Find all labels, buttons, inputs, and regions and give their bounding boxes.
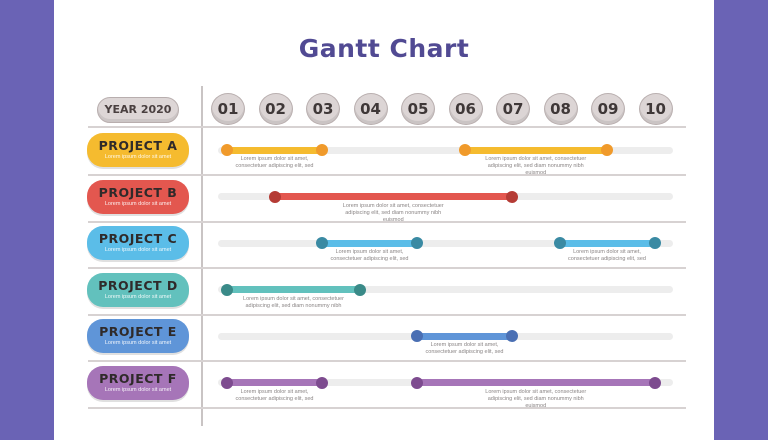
task-end-marker: [316, 376, 328, 389]
task-bar: [227, 379, 322, 386]
row-track: [218, 146, 673, 154]
task-note: Lorem ipsum dolor sit amet, consectetuer…: [239, 296, 349, 310]
task-start-marker: [221, 144, 233, 156]
task-note-line: adipiscing elit, sed diam nonummy nibh e…: [487, 163, 584, 176]
task-start-marker: [553, 237, 566, 249]
year-label: YEAR 2020: [97, 97, 179, 123]
project-name: PROJECT C: [98, 231, 178, 246]
task-end-marker: [601, 144, 613, 156]
task-note-line: adipiscing elit, sed diam nonummy nibh e…: [487, 395, 584, 409]
row-divider: [88, 313, 686, 316]
row-divider: [88, 267, 686, 269]
task-end-marker: [506, 330, 518, 342]
task-end-marker: [316, 144, 328, 156]
task-bar: [227, 146, 322, 154]
task-note-line: consectetuer adipiscing elit, sed: [330, 256, 409, 262]
task-note: Lorem ipsum dolor sit amet,consectetuer …: [220, 389, 330, 403]
task-note: Lorem ipsum dolor sit amet,consectetuer …: [315, 249, 425, 263]
task-bar: [227, 286, 360, 293]
row-track: [218, 286, 673, 293]
month-02: 02: [258, 93, 293, 125]
task-note: Lorem ipsum dolor sit amet, consectetuer…: [481, 156, 591, 177]
task-note-line: consectetuer adipiscing elit, sed: [235, 163, 314, 169]
task-bar: [417, 379, 655, 386]
task-note-line: Lorem ipsum dolor sit amet,: [335, 249, 404, 255]
task-end-marker: [648, 376, 661, 389]
month-04: 04: [353, 93, 388, 125]
task-note-line: adipiscing elit, sed diam nonummy nibh e…: [345, 209, 442, 223]
project-subtitle: Lorem ipsum dolor sit amet: [104, 340, 172, 346]
task-bar: [464, 146, 607, 154]
task-start-marker: [221, 376, 233, 389]
task-note: Lorem ipsum dolor sit amet, consectetuer…: [338, 203, 448, 224]
header-divider: [88, 126, 686, 128]
task-start-marker: [316, 237, 328, 249]
task-note-line: adipiscing elit, sed diam nonummy nibh: [245, 302, 342, 309]
task-note-line: Lorem ipsum dolor sit amet,: [240, 156, 309, 162]
row-track: [218, 239, 673, 247]
task-end-marker: [354, 283, 366, 296]
task-bar: [322, 239, 417, 247]
task-note-line: Lorem ipsum dolor sit amet, consectetuer: [342, 202, 444, 209]
task-note: Lorem ipsum dolor sit amet,consectetuer …: [410, 342, 520, 356]
project-name: PROJECT D: [98, 277, 178, 293]
task-note: Lorem ipsum dolor sit amet,consectetuer …: [220, 156, 330, 170]
task-note-line: Lorem ipsum dolor sit amet,: [240, 388, 309, 395]
month-05: 05: [401, 93, 435, 125]
row-divider: [88, 220, 686, 223]
project-subtitle: Lorem ipsum dolor sit amet: [104, 247, 172, 253]
project-subtitle: Lorem ipsum dolor sit amet: [104, 386, 172, 393]
task-note-line: consectetuer adipiscing elit, sed: [425, 349, 504, 355]
task-note-line: Lorem ipsum dolor sit amet,: [573, 249, 641, 255]
label-column-divider: [201, 86, 203, 426]
month-10: 10: [638, 93, 673, 125]
task-note-line: Lorem ipsum dolor sit amet, consectetuer: [243, 295, 344, 302]
project-subtitle: Lorem ipsum dolor sit amet: [104, 200, 172, 207]
row-divider: [88, 406, 686, 409]
project-name: PROJECT B: [98, 184, 178, 200]
project-name: PROJECT A: [98, 138, 178, 153]
project-name: PROJECT E: [99, 324, 177, 339]
task-start-marker: [458, 144, 471, 156]
month-06: 06: [448, 93, 483, 125]
task-start-marker: [411, 376, 423, 389]
month-08: 08: [543, 93, 578, 125]
task-note-line: consectetuer adipiscing elit, sed: [235, 395, 314, 402]
month-07: 07: [496, 93, 530, 125]
task-note: Lorem ipsum dolor sit amet,consectetuer …: [552, 249, 662, 263]
task-bar: [559, 239, 655, 247]
task-end-marker: [506, 190, 518, 203]
chart-title: Gantt Chart: [298, 34, 470, 63]
task-note-line: consectetuer adipiscing elit, sed: [568, 256, 646, 262]
row-divider: [88, 174, 686, 176]
row-divider: [88, 360, 686, 362]
task-start-marker: [221, 283, 233, 296]
task-start-marker: [411, 330, 423, 342]
task-note: Lorem ipsum dolor sit amet, consectetuer…: [481, 389, 591, 410]
task-start-marker: [268, 190, 281, 203]
project-name: PROJECT F: [99, 370, 177, 386]
task-note-line: Lorem ipsum dolor sit amet,: [430, 342, 499, 348]
month-01: 01: [211, 93, 245, 125]
task-note-line: Lorem ipsum dolor sit amet, consectetuer: [485, 156, 587, 162]
task-end-marker: [411, 237, 423, 249]
task-bar: [417, 332, 512, 340]
task-note-line: Lorem ipsum dolor sit amet, consectetuer: [485, 388, 587, 395]
task-end-marker: [648, 237, 661, 249]
month-09: 09: [591, 93, 625, 125]
project-subtitle: Lorem ipsum dolor sit amet: [104, 154, 172, 160]
project-subtitle: Lorem ipsum dolor sit amet: [104, 293, 172, 300]
task-bar: [274, 193, 512, 200]
month-03: 03: [306, 93, 340, 125]
